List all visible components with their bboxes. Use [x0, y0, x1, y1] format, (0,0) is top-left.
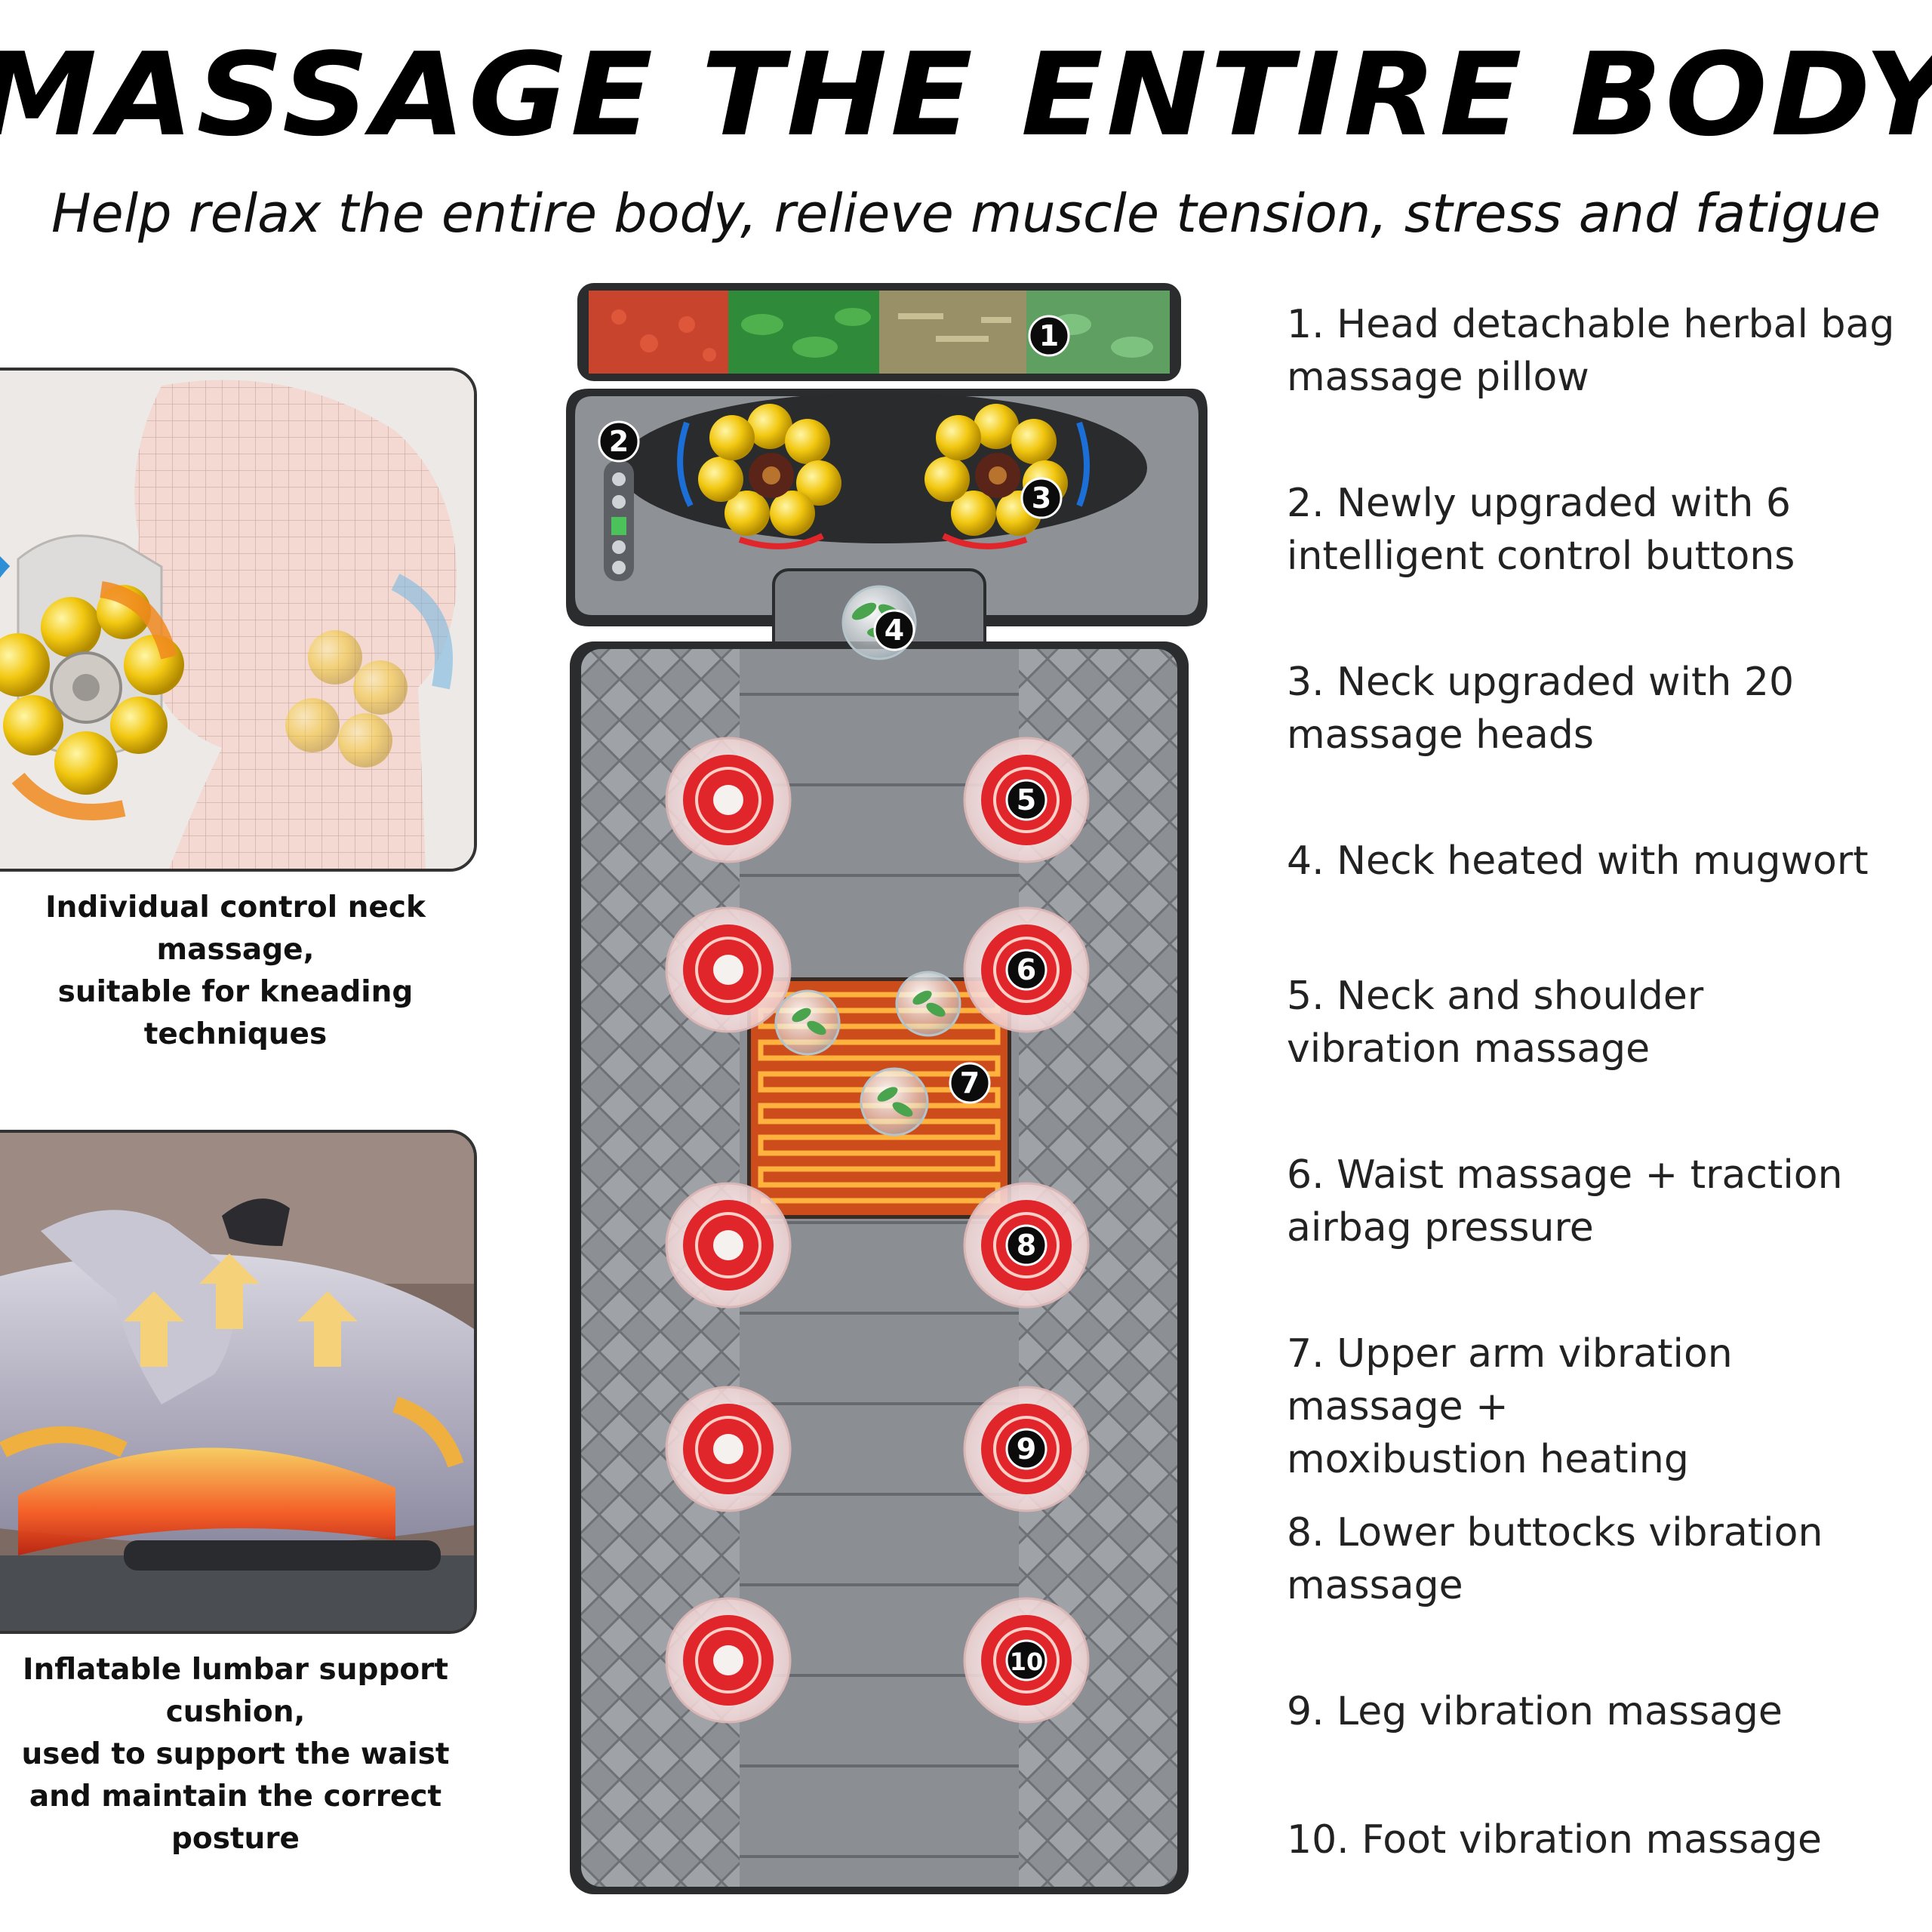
herbal-bag-pillow	[577, 283, 1181, 381]
feature-line: 4. Neck heated with mugwort	[1287, 838, 1869, 884]
vibration-node	[665, 1386, 792, 1512]
caption-line: suitable for kneading	[57, 975, 414, 1009]
number-marker-1: 1	[1028, 315, 1070, 357]
up-arrow-icon	[124, 1254, 358, 1367]
feature-item: 4. Neck heated with mugwort	[1287, 835, 1921, 888]
feature-line: massage pillow	[1287, 355, 1589, 400]
caption-line: techniques	[143, 1017, 328, 1051]
feature-line: moxibustion heating	[1287, 1437, 1689, 1482]
marker-label: 2	[609, 425, 629, 458]
number-marker-5: 5	[1005, 779, 1048, 821]
lumbar-support-illustration	[0, 1130, 477, 1634]
feature-line: 6. Waist massage + traction	[1287, 1152, 1843, 1198]
feature-line: 5. Neck and shoulder	[1287, 974, 1704, 1019]
marker-label: 7	[960, 1066, 980, 1100]
control-buttons	[604, 460, 634, 581]
feature-line: intelligent control buttons	[1287, 534, 1795, 579]
feature-line: 3. Neck upgraded with 20	[1287, 660, 1795, 705]
feature-item: 3. Neck upgraded with 20 massage heads	[1287, 656, 1921, 761]
number-marker-9: 9	[1005, 1428, 1048, 1470]
marker-label: 6	[1017, 953, 1036, 986]
vibration-node	[665, 737, 792, 863]
neck-massage-pillow	[566, 389, 1208, 662]
caption-line: and maintain the correct	[29, 1780, 442, 1814]
feature-item: 5. Neck and shoulder vibration massage	[1287, 970, 1921, 1075]
page-subtitle: Help relax the entire body, relieve musc…	[51, 183, 1881, 245]
feature-line: 1. Head detachable herbal bag	[1287, 302, 1895, 347]
marker-label: 5	[1017, 783, 1036, 817]
feature-item: 8. Lower buttocks vibration massage	[1287, 1506, 1921, 1612]
number-marker-3: 3	[1020, 477, 1063, 519]
caption-line: cushion,	[165, 1695, 306, 1729]
number-marker-10: 10	[1005, 1639, 1048, 1681]
caption-line: posture	[171, 1822, 300, 1856]
feature-line: massage heads	[1287, 712, 1595, 758]
feature-item: 1. Head detachable herbal bag massage pi…	[1287, 298, 1921, 404]
marker-label: 10	[1010, 1647, 1044, 1676]
caption-line: massage,	[156, 933, 315, 967]
feature-line: 10. Foot vibration massage	[1287, 1817, 1823, 1863]
caption-line: Individual control neck	[45, 891, 426, 924]
body-mat	[570, 641, 1189, 1894]
number-marker-4: 4	[873, 609, 915, 651]
heating-coil	[758, 992, 1001, 1204]
number-marker-8: 8	[1005, 1224, 1048, 1266]
neck-massage-illustration	[0, 368, 477, 872]
feature-item: 7. Upper arm vibration massage + moxibus…	[1287, 1327, 1921, 1486]
caption-line: Inflatable lumbar support	[22, 1653, 449, 1687]
marker-label: 1	[1039, 319, 1059, 352]
feature-item: 2. Newly upgraded with 6 intelligent con…	[1287, 477, 1921, 583]
feature-item: 10. Foot vibration massage	[1287, 1814, 1921, 1866]
number-marker-6: 6	[1005, 949, 1048, 991]
vibration-node	[665, 906, 792, 1033]
marker-label: 9	[1017, 1432, 1036, 1466]
marker-label: 8	[1017, 1229, 1036, 1262]
left-kneading-nodes	[677, 404, 841, 549]
feature-item: 6. Waist massage + traction airbag press…	[1287, 1149, 1921, 1254]
marker-label: 3	[1032, 481, 1051, 515]
neck-massage-caption: Individual control neck massage, suitabl…	[0, 887, 471, 1056]
vibration-node	[665, 1597, 792, 1724]
page-title: MASSAGE THE ENTIRE BODY	[0, 28, 1932, 162]
feature-line: 2. Newly upgraded with 6	[1287, 481, 1792, 526]
feature-line: 8. Lower buttocks vibration	[1287, 1510, 1823, 1555]
feature-line: 9. Leg vibration massage	[1287, 1689, 1783, 1734]
massage-mat-diagram: 1 2 3 4 5 6 7 8 9 10	[566, 283, 1208, 1894]
vibration-node	[665, 1182, 792, 1309]
feature-item: 9. Leg vibration massage	[1287, 1685, 1921, 1738]
caption-line: used to support the waist	[21, 1737, 450, 1771]
number-marker-7: 7	[949, 1062, 991, 1104]
feature-line: vibration massage	[1287, 1026, 1651, 1072]
marker-label: 4	[884, 614, 904, 647]
feature-line: 7. Upper arm vibration massage +	[1287, 1331, 1733, 1429]
number-marker-2: 2	[598, 420, 640, 463]
feature-line: airbag pressure	[1287, 1205, 1594, 1251]
feature-line: massage	[1287, 1563, 1463, 1608]
lumbar-support-caption: Inflatable lumbar support cushion, used …	[0, 1649, 471, 1860]
